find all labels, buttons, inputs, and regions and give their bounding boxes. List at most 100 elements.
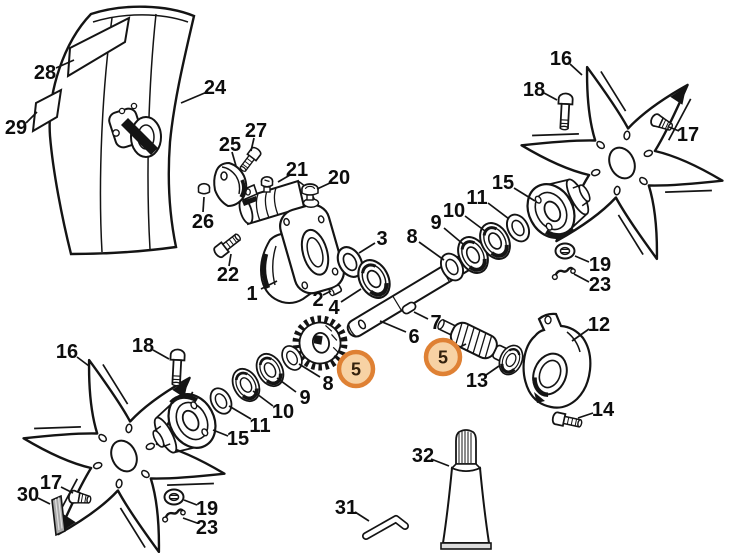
part-label-26: 26 — [192, 196, 214, 233]
leader-line — [354, 511, 370, 522]
leader-line — [513, 187, 536, 202]
pin-2 — [328, 284, 343, 297]
leader-line — [276, 377, 297, 393]
part-label-18: 18 — [132, 335, 170, 360]
part-number: 9 — [299, 387, 310, 409]
part-label-14: 14 — [577, 399, 615, 421]
leader-line — [152, 349, 170, 360]
leader-line — [55, 59, 75, 69]
part-label-28: 28 — [34, 59, 75, 84]
part-label-15: 15 — [492, 172, 536, 202]
part-label-10: 10 — [252, 390, 294, 423]
decal-28 — [66, 16, 131, 78]
part-number: 17 — [677, 124, 699, 146]
grease-tube-32 — [440, 429, 492, 550]
leader-line — [228, 253, 232, 267]
leader-line — [569, 63, 583, 76]
part-number: 22 — [217, 264, 239, 286]
allen-key-31 — [362, 515, 409, 540]
leader-line — [252, 390, 274, 407]
part-label-9: 9 — [430, 212, 464, 245]
screw-14 — [550, 410, 584, 431]
leader-line — [316, 182, 331, 190]
nut-26 — [197, 182, 211, 195]
part-number: 17 — [40, 472, 62, 494]
screw-22 — [211, 230, 244, 260]
part-label-11: 11 — [466, 187, 510, 220]
woodruff-key-7 — [401, 301, 417, 315]
part-number: 25 — [219, 134, 241, 156]
part-label-8: 8 — [406, 226, 445, 261]
part-number: 11 — [466, 187, 487, 209]
leader-line — [443, 227, 464, 245]
plug-screw-20 — [301, 183, 319, 201]
part-label-11: 11 — [228, 405, 271, 437]
part-number: 8 — [406, 226, 417, 248]
part-label-10: 10 — [443, 200, 486, 232]
tine-rotor-lower-16 — [22, 358, 226, 553]
leader-line — [231, 151, 237, 167]
part-number: 19 — [589, 254, 611, 276]
leader-line — [202, 196, 205, 213]
leader-line — [250, 137, 255, 152]
leader-line — [37, 497, 51, 505]
leader-line — [322, 290, 332, 296]
leader-line — [277, 174, 291, 183]
part-number: 18 — [523, 79, 545, 101]
part-number: 20 — [328, 167, 350, 189]
highlight-circle — [423, 337, 463, 377]
part-number: 1 — [246, 283, 257, 305]
clip-23-upper — [550, 265, 578, 282]
clip-23-lower — [160, 507, 188, 524]
part-label-17: 17 — [668, 124, 699, 146]
leader-line — [379, 320, 407, 333]
leader-line — [573, 273, 590, 283]
part-number: 2 — [312, 289, 323, 311]
washer-19-lower — [163, 488, 185, 506]
leader-line — [182, 517, 198, 524]
part-number: 26 — [192, 211, 214, 233]
leader-line — [180, 91, 208, 104]
part-label-6: 6 — [379, 320, 420, 348]
part-label-19: 19 — [574, 254, 611, 276]
part-label-1: 1 — [246, 280, 278, 305]
part-label-16: 16 — [550, 48, 583, 76]
part-number: 14 — [592, 399, 615, 421]
hex-bolt-27 — [236, 145, 264, 175]
leader-line — [668, 126, 680, 132]
part-number: 15 — [227, 428, 249, 450]
leader-line — [183, 499, 198, 506]
part-number: 24 — [204, 77, 227, 99]
part-label-2: 2 — [312, 289, 332, 311]
leader-line — [485, 365, 500, 376]
part-number: 10 — [272, 401, 294, 423]
part-label-24: 24 — [180, 77, 227, 104]
highlight-circle — [336, 349, 376, 389]
highlighted-part-number: 5 — [438, 348, 448, 368]
highlight-layer: 55 — [333, 337, 467, 389]
part-number: 32 — [412, 445, 434, 467]
leader-line — [212, 429, 229, 437]
leader-line — [60, 486, 74, 494]
part-label-32: 32 — [412, 445, 450, 467]
gearbox-housing-1 — [238, 179, 345, 304]
part-label-29: 29 — [5, 111, 38, 139]
worm-gear-5 — [292, 315, 348, 371]
part-number: 15 — [492, 172, 514, 194]
part-number: 23 — [589, 274, 611, 296]
part-label-27: 27 — [245, 120, 267, 152]
part-number: 23 — [196, 517, 218, 539]
part-number: 21 — [286, 159, 308, 181]
highlighted-part-label-5: 5 — [423, 337, 467, 377]
bolt-18-upper — [556, 92, 574, 131]
plug-screw-21 — [260, 175, 274, 193]
part-label-21: 21 — [277, 159, 308, 183]
part-number: 4 — [328, 297, 340, 319]
part-number: 16 — [550, 48, 572, 70]
leader-line — [25, 111, 38, 124]
leader-line — [228, 405, 252, 420]
highlighted-part-number: 5 — [351, 360, 361, 380]
part-label-23: 23 — [573, 273, 611, 296]
leader-line — [340, 288, 362, 303]
